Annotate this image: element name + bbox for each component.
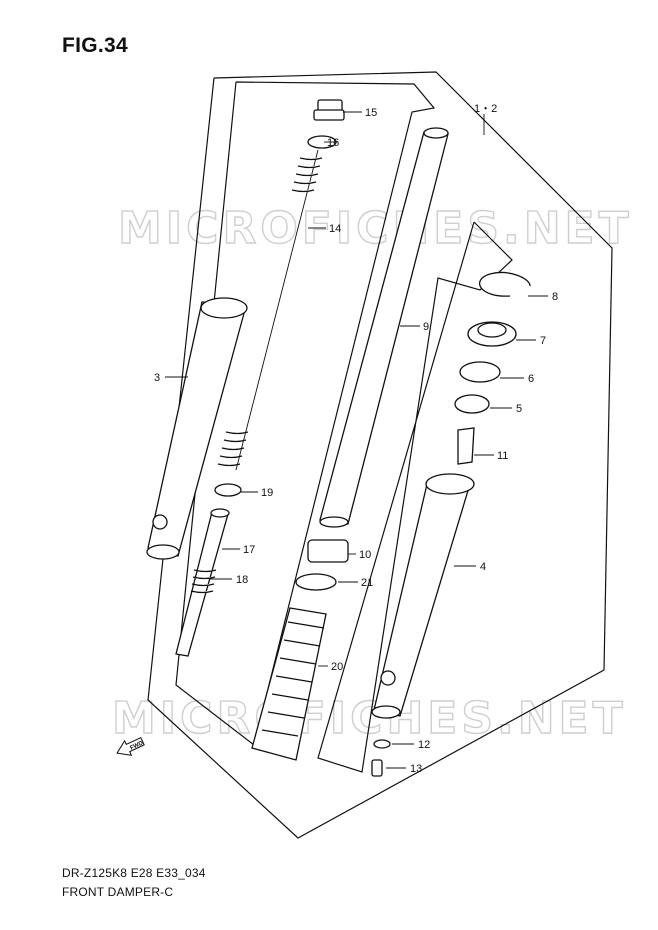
slide-bushing-part — [307, 539, 349, 563]
callout-4: 4 — [480, 561, 486, 573]
inner-tube-group-outline — [317, 221, 513, 773]
forward-arrow-icon: FWD — [116, 736, 145, 756]
callout-16: 16 — [327, 137, 339, 149]
callout-17: 17 — [243, 544, 255, 556]
callout-3: 3 — [154, 372, 160, 384]
callout-8: 8 — [552, 291, 558, 303]
damper-bolt-part — [371, 759, 383, 777]
gasket-part — [373, 739, 391, 749]
callout-7: 7 — [540, 335, 546, 347]
model-code: DR-Z125K8 E28 E33_034 — [62, 866, 206, 880]
outer-tube-right-part — [371, 473, 475, 719]
cap-bolt-part — [313, 99, 345, 121]
callout-20: 20 — [331, 661, 343, 673]
figure-title: FIG.34 — [62, 34, 128, 57]
assembly-outline — [147, 71, 613, 839]
watermark-bottom: MICROFICHES.NET — [112, 693, 627, 744]
callout-6: 6 — [528, 373, 534, 385]
callout-5: 5 — [516, 403, 522, 415]
outer-tube-group-outline — [175, 81, 436, 747]
callout-18: 18 — [236, 574, 248, 586]
inner-tube-part — [319, 127, 449, 528]
fork-spring-part — [217, 149, 323, 471]
oil-seal-part — [467, 321, 517, 347]
oil-lock-piece-part — [457, 427, 475, 465]
figure-name: FRONT DAMPER-C — [62, 885, 174, 899]
callout-1-2: 1・2 — [474, 103, 497, 115]
callout-21: 21 — [361, 577, 373, 589]
dust-boot-part — [251, 607, 327, 761]
callout-19: 19 — [261, 487, 273, 499]
outer-tube-part — [146, 297, 248, 560]
watermark-top: MICROFICHES.NET — [118, 203, 633, 254]
callout-9: 9 — [423, 321, 429, 333]
leader-lines — [165, 111, 548, 769]
callout-14: 14 — [329, 223, 341, 235]
callout-12: 12 — [418, 739, 430, 751]
circlip-part — [478, 271, 531, 297]
seal-washer-part — [459, 361, 501, 383]
boot-clamp-part — [295, 573, 337, 591]
callout-10: 10 — [359, 549, 371, 561]
rebound-spring-part — [190, 569, 217, 594]
callout-15: 15 — [365, 107, 377, 119]
callout-11: 11 — [497, 450, 508, 462]
piston-ring-part — [214, 483, 242, 497]
callout-13: 13 — [410, 763, 422, 775]
fwd-label: FWD — [129, 740, 145, 751]
guide-bushing-part — [454, 394, 490, 414]
